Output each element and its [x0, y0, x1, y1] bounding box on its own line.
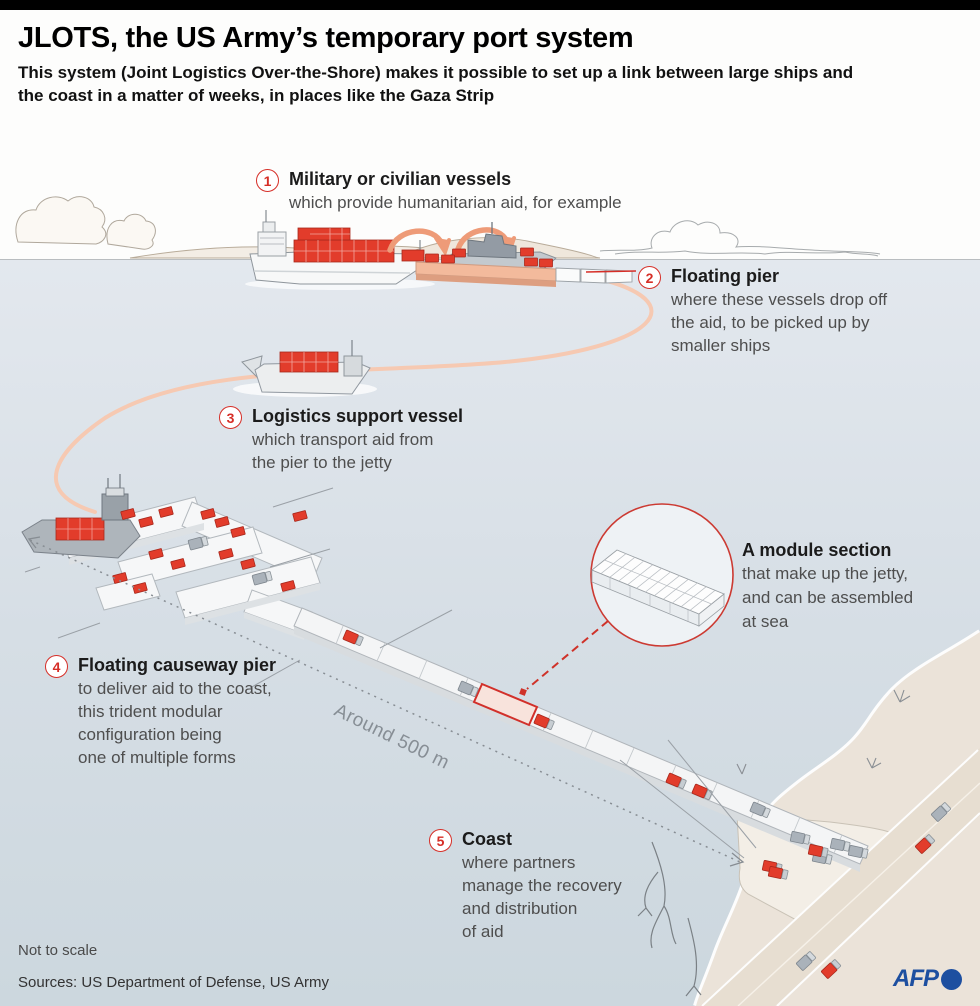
step1-line: which provide humanitarian aid, for exam… — [289, 193, 622, 212]
module-dashed-pointer — [519, 620, 609, 696]
module-line: at sea — [742, 612, 789, 631]
annotation-step4: 4 Floating causeway pier to deliver aid … — [45, 654, 276, 769]
jetty-anchor-lines — [249, 609, 757, 859]
afp-logo-text: AFP — [893, 965, 939, 992]
step5-title: Coast — [462, 829, 513, 849]
step4-line: this trident modular — [78, 702, 223, 721]
grass-tufts-icon — [736, 689, 911, 775]
water-branches-icon — [637, 841, 702, 997]
step3-number-badge: 3 — [219, 406, 242, 429]
step3-line: which transport aid from — [252, 430, 434, 449]
step2-line: where these vessels drop off — [671, 290, 888, 309]
top-rule-bar — [0, 0, 980, 10]
annotation-step1: 1 Military or civilian vessels which pro… — [256, 168, 622, 214]
step4-title: Floating causeway pier — [78, 655, 277, 675]
step5-line: and distribution — [462, 899, 578, 918]
step2-line: smaller ships — [671, 336, 771, 355]
floating-pier — [415, 253, 637, 287]
step3-title: Logistics support vessel — [252, 406, 464, 426]
causeway-jetty — [249, 607, 869, 872]
annotation-step5: 5 Coast where partners manage the recove… — [429, 828, 622, 943]
module-line: that make up the jetty, — [742, 564, 908, 583]
step5-line: of aid — [462, 922, 504, 941]
step4-line: one of multiple forms — [78, 748, 236, 767]
subtitle-line: the coast in a matter of weeks, in place… — [18, 86, 495, 105]
subtitle-line: This system (Joint Logistics Over-the-Sh… — [18, 63, 854, 82]
pier-leader-line — [585, 270, 637, 273]
cargo-containers — [293, 227, 425, 263]
module-title: A module section — [742, 540, 892, 560]
module-slab — [591, 549, 725, 627]
page-title: JLOTS, the US Army’s temporary port syst… — [18, 22, 634, 54]
step4-line: to deliver aid to the coast, — [78, 679, 272, 698]
coast-land — [637, 629, 980, 1006]
logistics-vessel — [233, 340, 377, 397]
step3-line: the pier to the jetty — [252, 453, 392, 472]
step2-line: the aid, to be picked up by — [671, 313, 870, 332]
highlighted-module — [472, 682, 539, 727]
trident-pier — [21, 474, 334, 640]
cargo-ship — [245, 210, 435, 290]
scale-note: Not to scale — [18, 942, 98, 959]
annotation-step3: 3 Logistics support vessel which transpo… — [219, 405, 463, 474]
annotation-step2: 2 Floating pier where these vessels drop… — [638, 265, 887, 357]
afp-logo-circle-icon — [941, 968, 962, 990]
clouds-left-icon — [15, 196, 156, 250]
step2-number-badge: 2 — [638, 266, 661, 289]
step5-number-badge: 5 — [429, 829, 452, 852]
clouds-right-icon — [599, 220, 881, 257]
distance-dotted-line — [27, 536, 745, 867]
step5-line: manage the recovery — [462, 876, 622, 895]
step5-line: where partners — [462, 853, 576, 872]
step2-title: Floating pier — [671, 266, 779, 286]
anchor-lines — [24, 487, 334, 639]
step4-number-badge: 4 — [45, 655, 68, 678]
docked-cargo-ship — [21, 474, 141, 559]
step1-title: Military or civilian vessels — [289, 169, 512, 189]
module-annotation: A module section that make up the jetty,… — [742, 539, 913, 634]
page-subtitle: This system (Joint Logistics Over-the-Sh… — [18, 61, 853, 107]
module-circle — [590, 503, 734, 647]
module-line: and can be assembled — [742, 588, 914, 607]
vessel-containers — [279, 351, 339, 373]
step4-line: configuration being — [78, 725, 222, 744]
sources-note: Sources: US Department of Defense, US Ar… — [18, 974, 329, 991]
step1-number-badge: 1 — [256, 169, 279, 192]
afp-logo: AFP — [893, 965, 962, 993]
